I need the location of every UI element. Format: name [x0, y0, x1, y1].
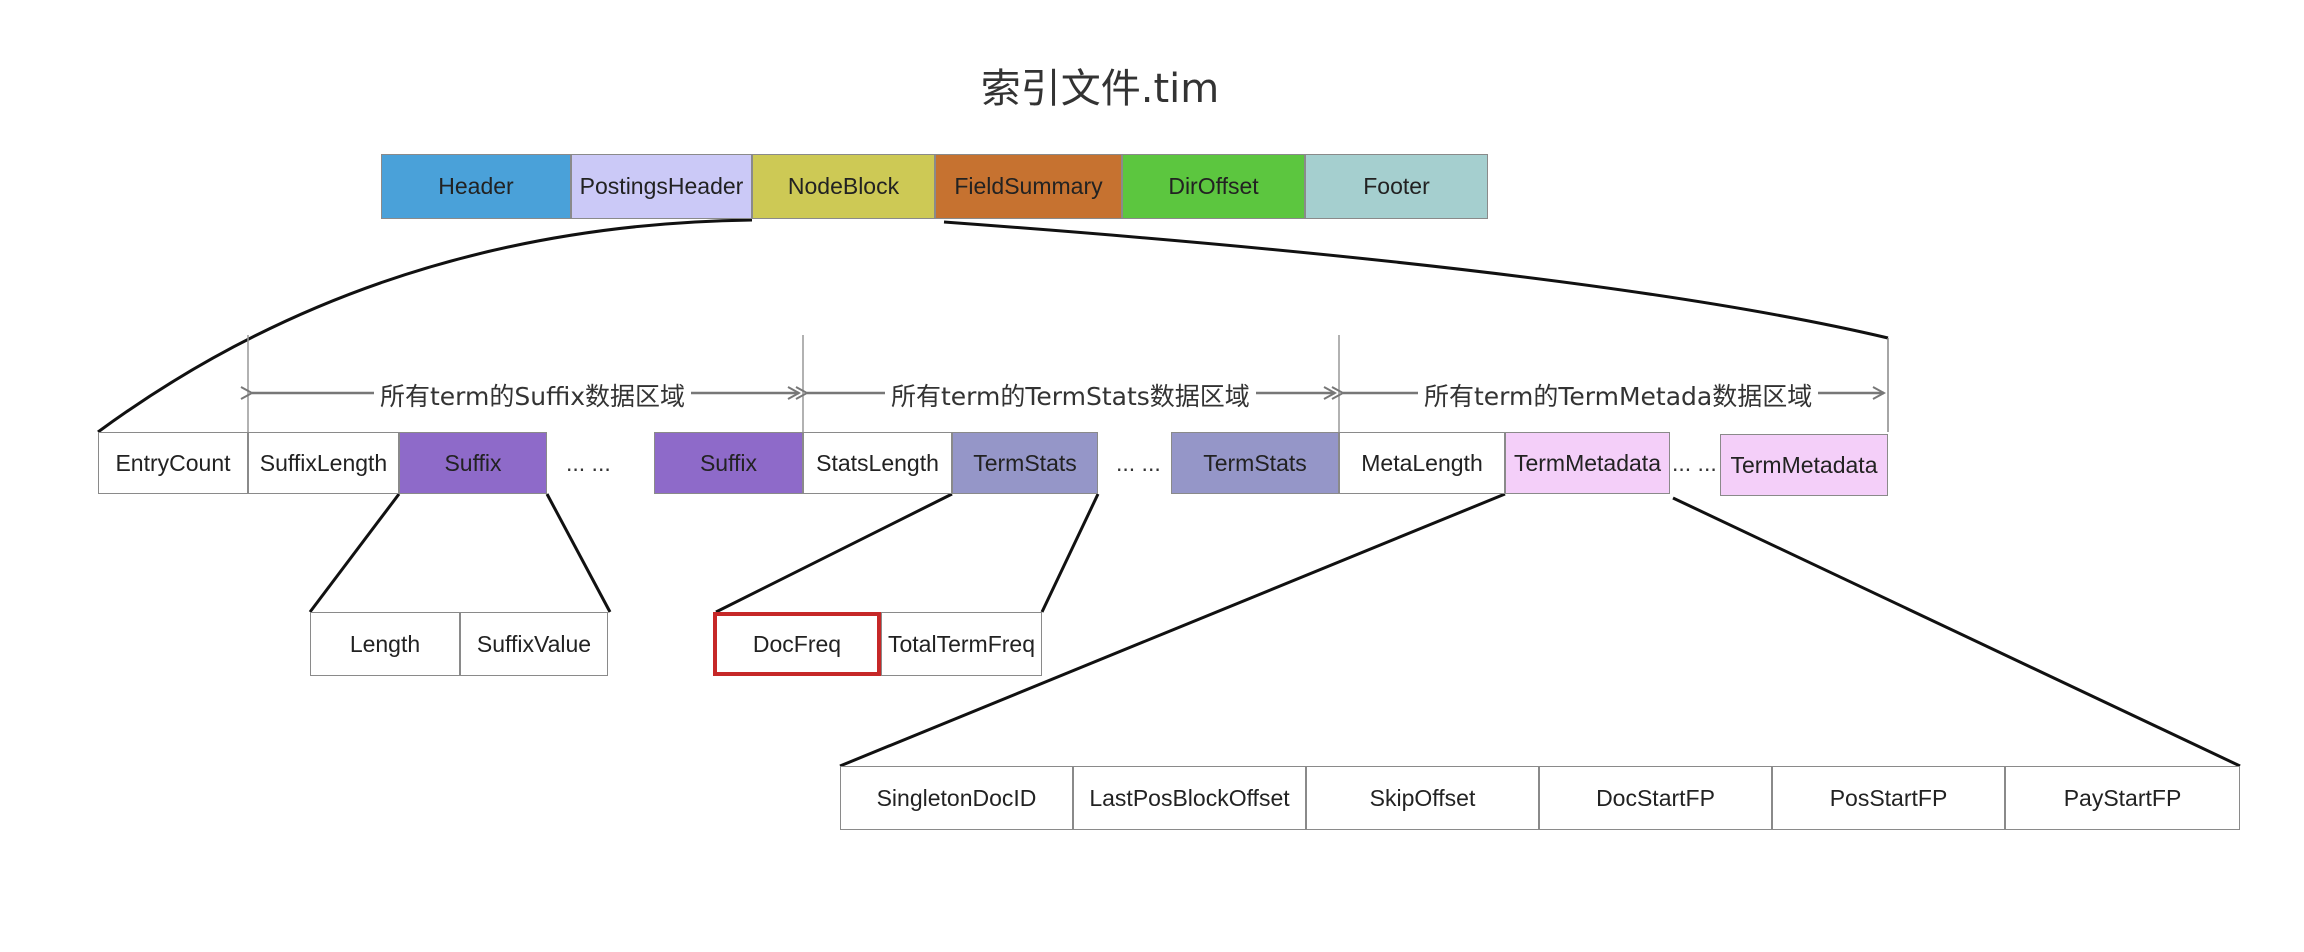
term-metadata-cell: TermMetadata	[1720, 434, 1888, 496]
suffix-ellipsis: ... ...	[566, 450, 611, 476]
skip-offset-cell: SkipOffset	[1306, 766, 1539, 830]
expand-curve-right	[943, 220, 1889, 340]
term-stats-cell: TermStats	[952, 432, 1098, 494]
expand-curve-left	[97, 218, 753, 434]
term-metadata-cell: TermMetadata	[1505, 432, 1670, 494]
suffix-detail-line-left	[308, 493, 401, 613]
suffix-detail-line-right	[545, 493, 612, 613]
pos-start-fp-cell: PosStartFP	[1772, 766, 2005, 830]
term-stats-detail-line-left	[715, 492, 953, 614]
suffix-value-cell: SuffixValue	[460, 612, 608, 676]
suffix-length-cell: SuffixLength	[248, 432, 399, 494]
region-label-term-stats: 所有term的TermStats数据区域	[885, 377, 1256, 413]
field-summary-block: FieldSummary	[935, 154, 1122, 219]
pay-start-fp-cell: PayStartFP	[2005, 766, 2240, 830]
term-stats-detail-line-right	[1040, 493, 1100, 613]
header-block: Header	[381, 154, 571, 219]
footer-block: Footer	[1305, 154, 1488, 219]
total-term-freq-cell: TotalTermFreq	[881, 612, 1042, 676]
stats-length-cell: StatsLength	[803, 432, 952, 494]
postings-header-block: PostingsHeader	[571, 154, 752, 219]
last-pos-block-offset-cell: LastPosBlockOffset	[1073, 766, 1306, 830]
singleton-doc-id-cell: SingletonDocID	[840, 766, 1073, 830]
length-cell: Length	[310, 612, 460, 676]
suffix-cell: Suffix	[399, 432, 547, 494]
meta-length-cell: MetaLength	[1339, 432, 1505, 494]
entry-count-cell: EntryCount	[98, 432, 248, 494]
doc-start-fp-cell: DocStartFP	[1539, 766, 1772, 830]
page-title: 索引文件.tim	[980, 66, 1220, 112]
region-label-term-metadata: 所有term的TermMetada数据区域	[1418, 377, 1819, 413]
term-metadata-detail-line-left	[839, 492, 1506, 768]
term-metadata-ellipsis: ... ...	[1672, 450, 1717, 476]
term-stats-cell: TermStats	[1171, 432, 1339, 494]
doc-freq-cell: DocFreq	[713, 612, 881, 676]
region-label-suffix: 所有term的Suffix数据区域	[374, 377, 692, 413]
node-block: NodeBlock	[752, 154, 935, 219]
dir-offset-block: DirOffset	[1122, 154, 1305, 219]
term-metadata-detail-line-right	[1672, 496, 2241, 768]
suffix-cell: Suffix	[654, 432, 803, 494]
term-stats-ellipsis: ... ...	[1116, 450, 1161, 476]
